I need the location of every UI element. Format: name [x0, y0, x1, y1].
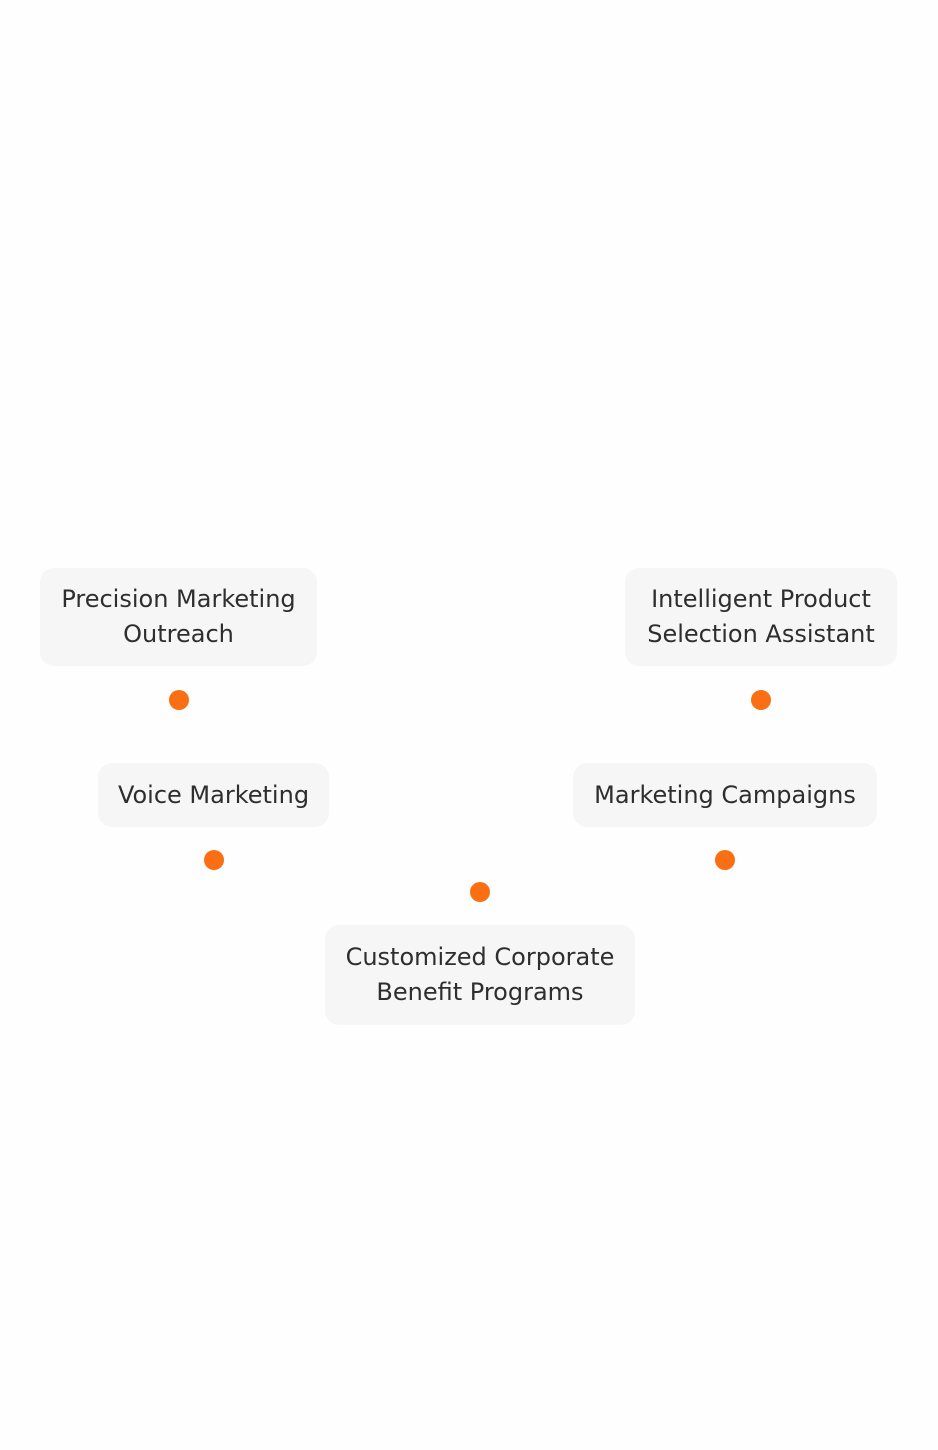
feature-dot-precision-marketing-outreach — [169, 690, 189, 710]
feature-dot-voice-marketing — [204, 850, 224, 870]
feature-dot-customized-corporate-benefit-programs — [470, 882, 490, 902]
feature-card-marketing-campaigns: Marketing Campaigns — [573, 763, 877, 827]
feature-card-customized-corporate-benefit-programs: Customized Corporate Benefit Programs — [325, 925, 635, 1025]
feature-card-precision-marketing-outreach: Precision Marketing Outreach — [40, 568, 317, 666]
feature-dot-marketing-campaigns — [715, 850, 735, 870]
feature-card-intelligent-product-selection-assistant: Intelligent Product Selection Assistant — [625, 568, 897, 666]
feature-card-voice-marketing: Voice Marketing — [98, 763, 329, 827]
feature-dot-intelligent-product-selection-assistant — [751, 690, 771, 710]
